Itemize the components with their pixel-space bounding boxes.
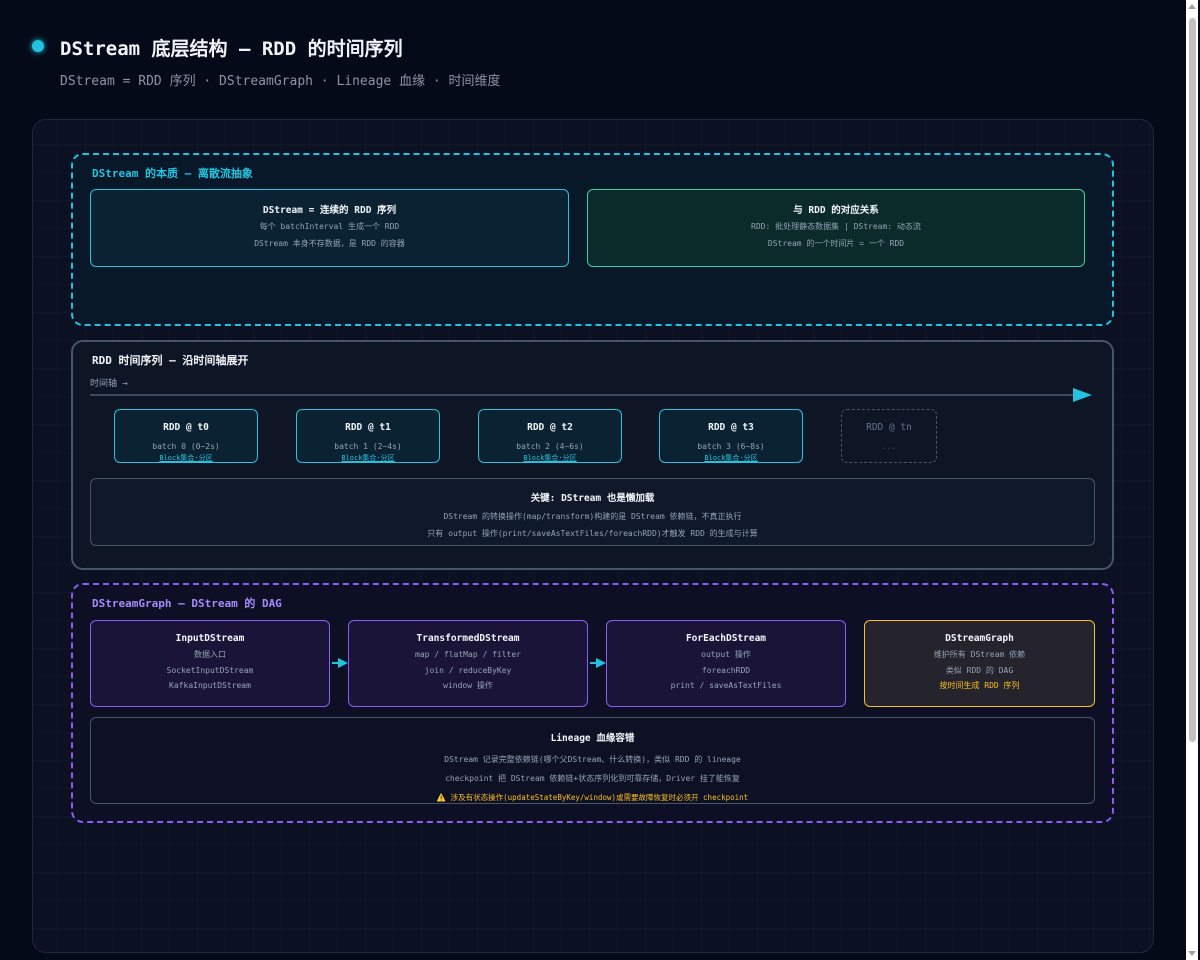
card-title: Lineage 血缘容错 [550, 733, 635, 744]
rdd-title: RDD @ t2 [527, 422, 573, 433]
rdd-title: RDD @ t0 [163, 422, 209, 433]
node-line: SocketInputDStream [166, 665, 254, 675]
title-bullet-dot [32, 40, 44, 52]
rdd-title: RDD @ t3 [708, 422, 754, 433]
page-title: DStream 底层结构 — RDD 的时间序列 [60, 38, 403, 60]
essence-section-title: DStream 的本质 — 离散流抽象 [92, 167, 253, 180]
node-line: 按时间生成 RDD 序列 [939, 681, 1020, 690]
time-axis-line [90, 394, 1075, 396]
card-title: 关键: DStream 也是懒加载 [530, 493, 655, 504]
card-line: RDD: 批处理静态数据集 | DStream: 动态流 [751, 222, 921, 231]
card-line: checkpoint 把 DStream 依赖链+状态序列化到可靠存储，Driv… [445, 774, 740, 783]
rdd-box-tn: RDD @ tn ... [841, 409, 937, 463]
transformed-dstream-node: TransformedDStream map / flatMap / filte… [348, 620, 588, 707]
node-line: 维护所有 DStream 依赖 [933, 650, 1026, 659]
flow-arrow-icon [590, 658, 606, 668]
rdd-box-t2: RDD @ t2 batch 2 (4~6s) Block集合·分区 [478, 409, 622, 463]
rdd-blocks: Block集合·分区 [341, 454, 395, 462]
rdd-batch: batch 0 (0~2s) [152, 442, 220, 451]
rdd-blocks: Block集合·分区 [159, 454, 213, 462]
node-title: TransformedDStream [416, 633, 520, 644]
node-line: map / flatMap / filter [415, 650, 521, 659]
flow-arrow-icon [332, 658, 348, 668]
lazy-evaluation-card: 关键: DStream 也是懒加载 DStream 的转换操作(map/tran… [90, 478, 1095, 546]
card-line: DStream 本身不存数据，是 RDD 的容器 [254, 239, 405, 248]
rdd-box-t1: RDD @ t1 batch 1 (2~4s) Block集合·分区 [296, 409, 440, 463]
dstreamgraph-section-title: DStreamGraph — DStream 的 DAG [92, 597, 282, 610]
time-axis-arrow-icon [1073, 388, 1092, 402]
node-title: DStreamGraph [945, 633, 1014, 644]
rdd-batch: batch 2 (4~6s) [516, 442, 584, 451]
node-line: 类似 RDD 的 DAG [945, 665, 1014, 675]
node-line: 数据入口 [194, 650, 226, 659]
card-line: 每个 batchInterval 生成一个 RDD [259, 222, 400, 231]
rdd-batch: batch 3 (6~8s) [697, 442, 765, 451]
vertical-scrollbar[interactable] [1186, 0, 1198, 960]
rdd-blocks: Block集合·分区 [704, 454, 758, 462]
page-subtitle: DStream = RDD 序列 · DStreamGraph · Lineag… [60, 74, 501, 89]
rdd-batch: batch 1 (2~4s) [334, 442, 402, 451]
rdd-mapping-card: 与 RDD 的对应关系 RDD: 批处理静态数据集 | DStream: 动态流… [587, 189, 1085, 267]
rdd-title: RDD @ tn [866, 422, 912, 433]
card-line: DStream 的一个时间片 = 一个 RDD [767, 239, 905, 248]
foreach-dstream-node: ForEachDStream output 操作 foreachRDD prin… [606, 620, 846, 707]
dstream-rdd-sequence-card: DStream = 连续的 RDD 序列 每个 batchInterval 生成… [90, 189, 569, 267]
scroll-down-icon[interactable] [1188, 951, 1196, 956]
timeline-section-title: RDD 时间序列 — 沿时间轴展开 [92, 354, 249, 367]
scroll-thumb[interactable] [1189, 18, 1196, 742]
node-title: ForEachDStream [685, 633, 767, 644]
scroll-up-icon[interactable] [1188, 4, 1196, 9]
card-line: 只有 output 操作(print/saveAsTextFiles/forea… [427, 529, 758, 538]
card-title: DStream = 连续的 RDD 序列 [262, 205, 397, 216]
time-axis-label: 时间轴 → [90, 379, 128, 389]
dstreamgraph-node: DStreamGraph 维护所有 DStream 依赖 类似 RDD 的 DA… [864, 620, 1095, 707]
lineage-card: Lineage 血缘容错 DStream 记录完整依赖链(哪个父DStream、… [90, 717, 1095, 804]
node-line: print / saveAsTextFiles [670, 681, 782, 690]
rdd-box-t3: RDD @ t3 batch 3 (6~8s) Block集合·分区 [659, 409, 803, 463]
node-line: KafkaInputDStream [169, 681, 251, 690]
checkpoint-warning: ⚠️ 涉及有状态操作(updateStateByKey/window)或需要故障… [436, 793, 749, 802]
node-line: join / reduceByKey [424, 665, 512, 675]
rdd-title: RDD @ t1 [345, 422, 391, 433]
node-line: output 操作 [701, 650, 751, 659]
node-line: window 操作 [443, 681, 493, 690]
card-line: DStream 的转换操作(map/transform)构建的是 DStream… [443, 512, 742, 521]
node-title: InputDStream [175, 633, 245, 644]
input-dstream-node: InputDStream 数据入口 SocketInputDStream Kaf… [90, 620, 330, 707]
card-line: DStream 记录完整依赖链(哪个父DStream、什么转换)，类似 RDD … [444, 755, 741, 764]
card-title: 与 RDD 的对应关系 [793, 205, 879, 216]
rdd-blocks: Block集合·分区 [523, 454, 577, 462]
rdd-box-t0: RDD @ t0 batch 0 (0~2s) Block集合·分区 [114, 409, 258, 463]
node-line: foreachRDD [701, 665, 751, 675]
rdd-batch: ... [881, 442, 897, 451]
